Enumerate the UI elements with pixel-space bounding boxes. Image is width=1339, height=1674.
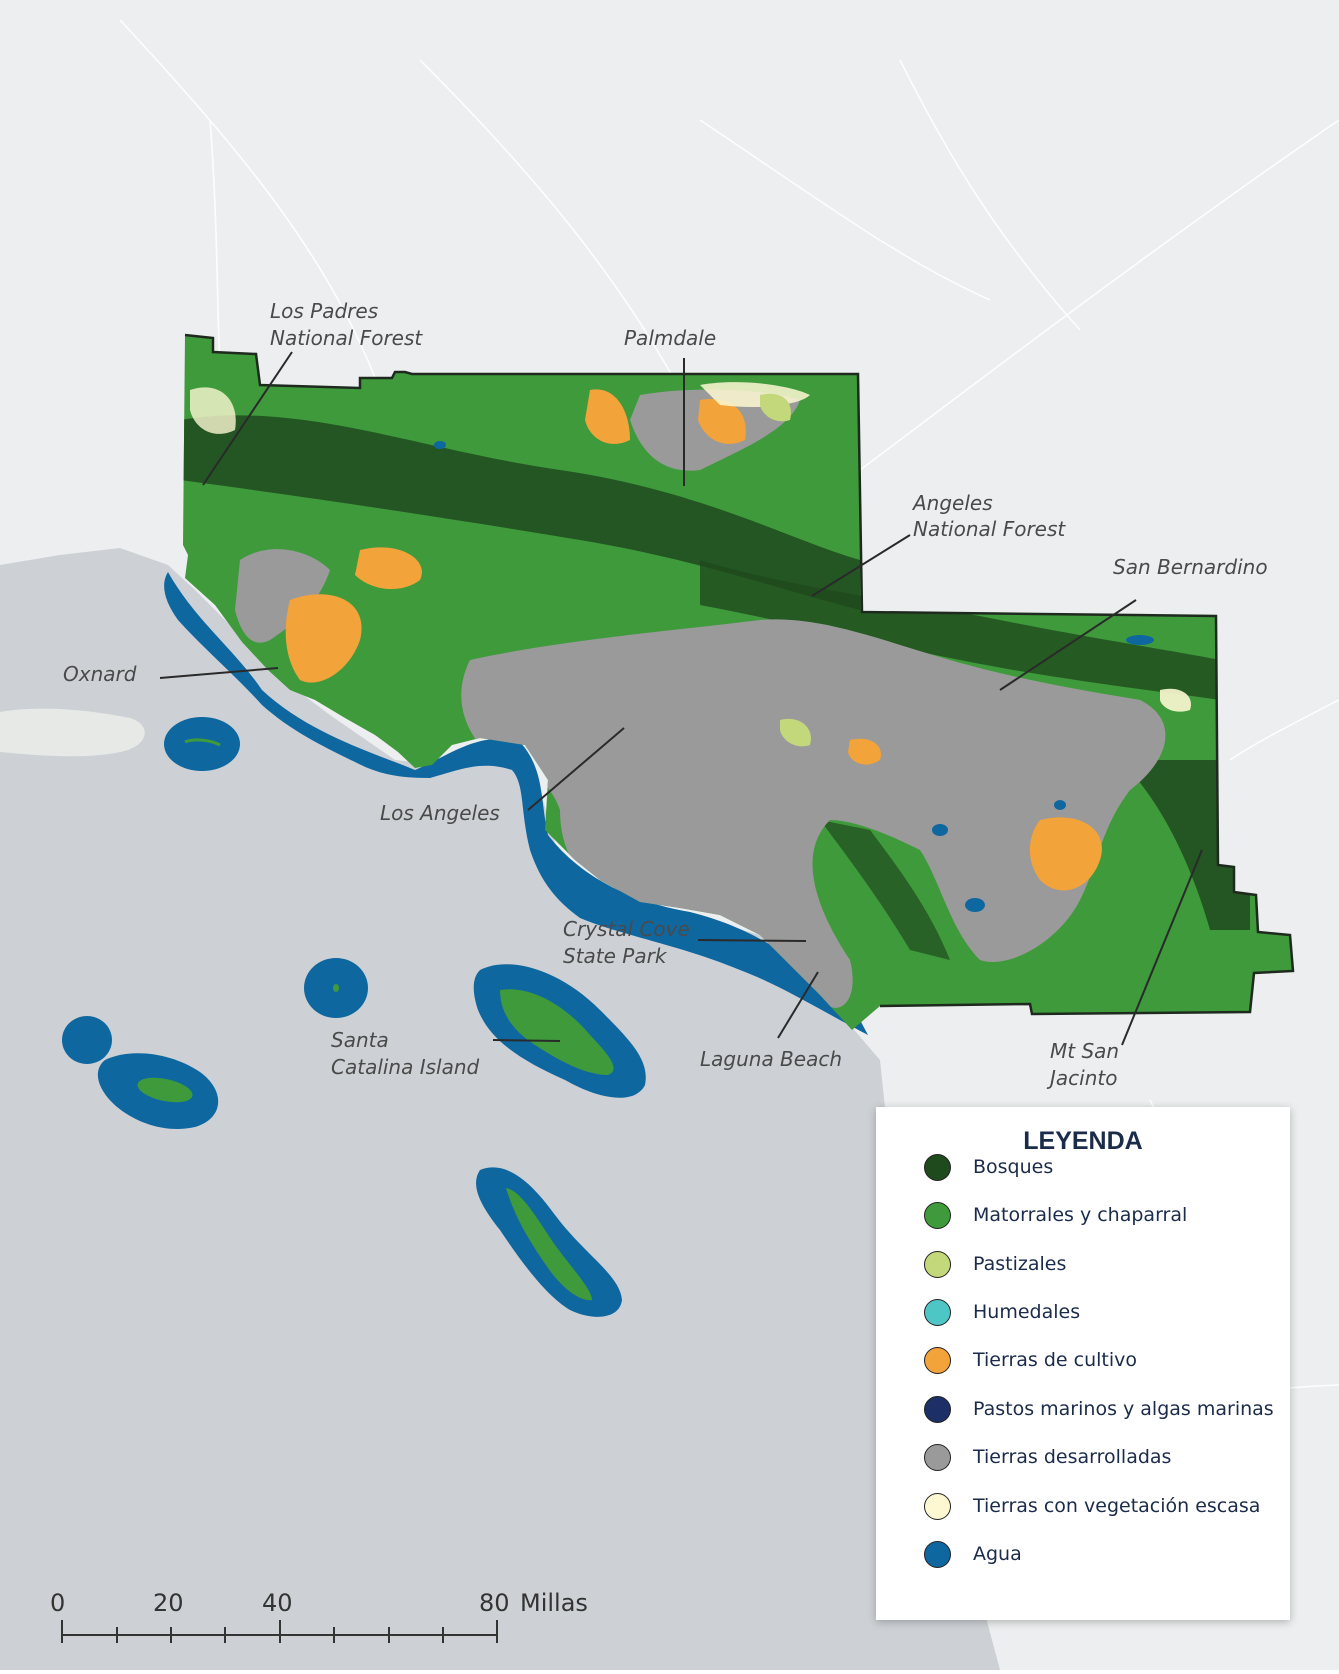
cropland-chino bbox=[848, 738, 881, 765]
legend-label-humedales: Humedales bbox=[973, 1301, 1081, 1323]
leader-san-bernardino bbox=[999, 599, 1137, 691]
label-mt-san-jacinto-line1: Mt San bbox=[1050, 1039, 1119, 1063]
legend-swatch-vegetacion-escasa bbox=[924, 1492, 951, 1520]
label-los-padres-line1: Los Padres bbox=[270, 299, 378, 323]
label-angeles-line1: Angeles bbox=[911, 491, 993, 515]
cropland-palmdale-east bbox=[698, 399, 746, 444]
label-catalina-line1: Santa bbox=[331, 1028, 389, 1052]
legend-label-pastos-marinos: Pastos marinos y algas marinas bbox=[973, 1398, 1274, 1420]
leader-angeles bbox=[811, 534, 911, 597]
cropland-riverside bbox=[1029, 817, 1102, 891]
label-mt-san-jacinto-line2: Jacinto bbox=[1046, 1066, 1117, 1090]
scale-tick-label-20: 20 bbox=[153, 1589, 184, 1617]
lake-1 bbox=[434, 441, 446, 449]
legend-swatch-humedales bbox=[924, 1298, 951, 1326]
scale-tick-label-80: 80 bbox=[479, 1589, 510, 1617]
san-clemente-island-land bbox=[506, 1188, 592, 1301]
legend-item-matorrales: Matorrales y chaparral bbox=[924, 1198, 1187, 1232]
label-crystal-cove-line1: Crystal Cove bbox=[563, 917, 690, 941]
santa-barbara-island-land bbox=[333, 984, 339, 992]
leader-crystal-cove bbox=[697, 939, 807, 942]
forest-band-north bbox=[183, 415, 860, 610]
legend-swatch-matorrales bbox=[924, 1201, 951, 1229]
label-oxnard: Oxnard bbox=[63, 662, 137, 686]
lake-4 bbox=[1054, 800, 1066, 810]
forest-santa-ana-mtns bbox=[820, 820, 950, 960]
label-los-angeles: Los Angeles bbox=[380, 801, 500, 825]
leader-catalina bbox=[492, 1039, 561, 1042]
lake-3 bbox=[965, 898, 985, 912]
forest-band-east bbox=[700, 560, 1220, 700]
leader-los-padres bbox=[202, 351, 293, 486]
scale-bar-line bbox=[61, 1620, 498, 1643]
san-nicolas-island-land bbox=[137, 1077, 193, 1103]
developed-la-basin bbox=[461, 619, 1166, 1008]
label-los-padres-line2: National Forest bbox=[270, 326, 423, 350]
scale-tick-label-0: 0 bbox=[50, 1589, 65, 1617]
lake-big-bear bbox=[1126, 635, 1154, 645]
legend-swatch-pastos-marinos bbox=[924, 1395, 951, 1423]
legend-item-pastizales: Pastizales bbox=[924, 1247, 1066, 1281]
legend-item-humedales: Humedales bbox=[924, 1295, 1080, 1329]
legend-label-vegetacion-escasa: Tierras con vegetación escasa bbox=[973, 1495, 1261, 1517]
cropland-oxnard-plain bbox=[285, 594, 362, 683]
channel-islands bbox=[62, 717, 646, 1317]
leader-lines bbox=[159, 351, 1203, 1046]
cropland-santa-clara-valley bbox=[355, 547, 422, 590]
leader-los-angeles bbox=[527, 727, 625, 811]
developed-ventura bbox=[235, 549, 330, 643]
place-labels: Los Padres National Forest Palmdale Ange… bbox=[63, 299, 1268, 1090]
label-san-bernardino: San Bernardino bbox=[1113, 555, 1268, 579]
legend-swatch-bosques bbox=[924, 1153, 951, 1181]
legend-item-vegetacion-escasa: Tierras con vegetación escasa bbox=[924, 1489, 1260, 1523]
legend-item-agua: Agua bbox=[924, 1537, 1022, 1571]
label-palmdale: Palmdale bbox=[624, 326, 716, 350]
label-catalina-line2: Catalina Island bbox=[331, 1055, 480, 1079]
leader-oxnard bbox=[159, 667, 279, 679]
legend-item-bosques: Bosques bbox=[924, 1150, 1053, 1184]
sparse-vegetation-east bbox=[1160, 688, 1191, 712]
scale-unit-label: Millas bbox=[520, 1589, 588, 1617]
grassland-north bbox=[760, 393, 791, 422]
sparse-vegetation-northwest bbox=[190, 387, 236, 434]
label-angeles-line2: National Forest bbox=[913, 517, 1066, 541]
legend-item-tierras-de-cultivo: Tierras de cultivo bbox=[924, 1343, 1137, 1377]
santa-catalina-island-land bbox=[500, 989, 614, 1075]
legend-label-bosques: Bosques bbox=[973, 1156, 1054, 1178]
anacapa-island-water bbox=[164, 717, 240, 771]
scale-tick-label-40: 40 bbox=[262, 1589, 293, 1617]
scale-bar: 0 20 40 80 Millas bbox=[50, 1589, 588, 1643]
grassland-puente-hills bbox=[780, 718, 811, 747]
county-boundary bbox=[184, 333, 1295, 1016]
cropland-antelope-valley bbox=[585, 389, 630, 444]
legend-title: LEYENDA bbox=[1023, 1127, 1143, 1155]
legend-item-pastos-marinos: Pastos marinos y algas marinas bbox=[924, 1392, 1274, 1426]
legend-label-tierras-de-cultivo: Tierras de cultivo bbox=[973, 1349, 1138, 1371]
san-nicolas-west-water bbox=[62, 1016, 112, 1064]
legend-swatch-agua bbox=[924, 1540, 951, 1568]
legend-label-matorrales: Matorrales y chaparral bbox=[973, 1204, 1188, 1226]
anacapa-island-land bbox=[184, 738, 221, 747]
legend-swatch-pastizales bbox=[924, 1250, 951, 1278]
santa-cruz-island-background bbox=[0, 708, 145, 757]
legend-swatch-tierras-de-cultivo bbox=[924, 1346, 951, 1374]
legend-label-agua: Agua bbox=[973, 1543, 1022, 1565]
label-crystal-cove-line2: State Park bbox=[563, 944, 668, 968]
legend-swatch-tierras-desarrolladas bbox=[924, 1443, 951, 1471]
coastal-water bbox=[164, 572, 868, 1035]
background-roads bbox=[119, 19, 1339, 1396]
leader-laguna bbox=[777, 971, 819, 1039]
leader-mt-san-jacinto bbox=[1121, 849, 1203, 1046]
legend-label-tierras-desarrolladas: Tierras desarrolladas bbox=[973, 1446, 1172, 1468]
lake-2 bbox=[932, 824, 948, 836]
legend-item-tierras-desarrolladas: Tierras desarrolladas bbox=[924, 1440, 1171, 1474]
label-laguna-beach: Laguna Beach bbox=[700, 1047, 842, 1071]
legend-label-pastizales: Pastizales bbox=[973, 1253, 1067, 1275]
legend-panel: LEYENDA Bosques Matorrales y chaparral P… bbox=[876, 1107, 1290, 1620]
